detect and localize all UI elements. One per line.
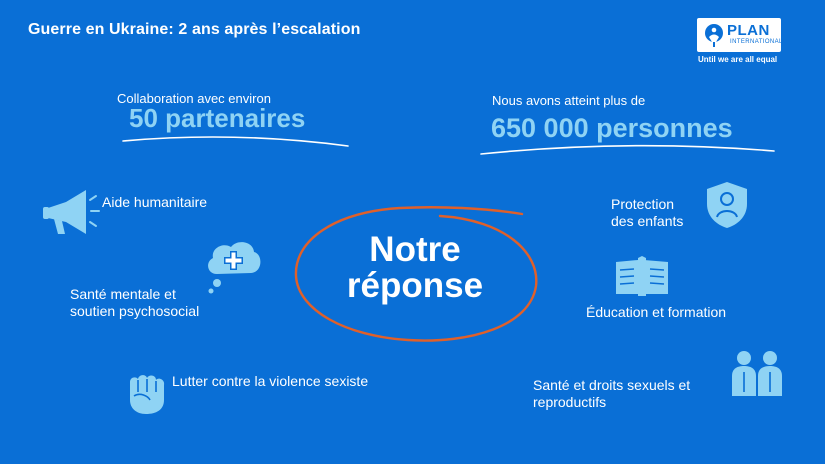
item-education: Éducation et formation <box>586 304 727 320</box>
center-heading: Notre réponse <box>330 232 500 304</box>
hand-drawn-circle <box>294 206 538 342</box>
mental-health-line-1: Santé mentale et <box>70 286 176 302</box>
partners-underline <box>122 136 349 147</box>
reach-underline <box>480 144 775 155</box>
plan-logo-icon <box>705 24 723 47</box>
megaphone-icon <box>43 190 100 234</box>
partners-value: 50 partenaires <box>129 103 306 133</box>
open-book-icon <box>616 256 668 296</box>
item-gbv: Lutter contre la violence sexiste <box>172 373 369 389</box>
logo-wordmark: PLAN <box>727 22 770 39</box>
page-title: Guerre en Ukraine: 2 ans après l’escalat… <box>28 21 361 38</box>
mental-health-line-2: soutien psychosocial <box>70 303 200 319</box>
srhr-line-1: Santé et droits sexuels et <box>533 377 691 393</box>
partners-label: Collaboration avec environ <box>117 91 271 106</box>
shield-child-icon <box>707 182 747 228</box>
center-line-1: Notre <box>369 230 461 269</box>
srhr-line-2: reproductifs <box>533 394 607 410</box>
item-mental-health: Santé mentale et soutien psychosocial <box>70 286 199 320</box>
child-protection-line-1: Protection <box>611 196 675 212</box>
reach-label: Nous avons atteint plus de <box>492 93 646 108</box>
item-srhr: Santé et droits sexuels et reproductifs <box>533 377 690 411</box>
center-line-2: réponse <box>346 266 484 305</box>
two-people-icon <box>732 351 782 396</box>
child-protection-line-2: des enfants <box>611 213 684 229</box>
thought-cloud-cross-icon <box>208 242 261 294</box>
item-child-protection: Protection des enfants <box>611 196 683 230</box>
item-humanitarian: Aide humanitaire <box>102 194 208 210</box>
logo-tagline: Until we are all equal <box>698 55 778 64</box>
reach-value: 650 000 personnes <box>491 113 733 143</box>
fist-icon <box>130 375 165 414</box>
logo-subtitle: INTERNATIONAL <box>730 39 783 45</box>
